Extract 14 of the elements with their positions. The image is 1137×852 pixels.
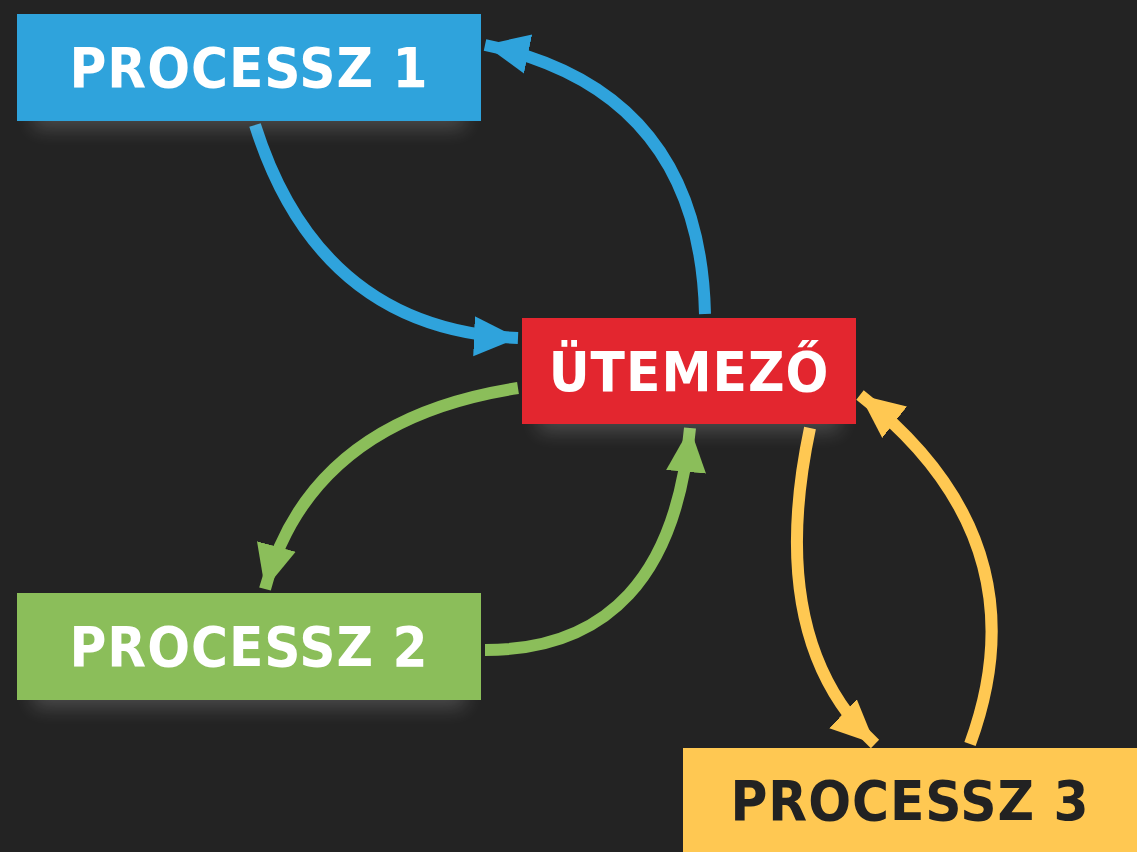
box-label: PROCESSZ 1 bbox=[69, 35, 429, 100]
curved-arrow bbox=[259, 382, 520, 591]
curved-arrow bbox=[484, 427, 705, 656]
box-label: ÜTEMEZŐ bbox=[548, 338, 830, 404]
curved-arrow bbox=[483, 36, 711, 315]
box-label: PROCESSZ 2 bbox=[69, 614, 429, 679]
curved-arrow bbox=[856, 390, 998, 746]
process-box bbox=[17, 14, 481, 121]
process-box bbox=[17, 593, 481, 700]
curved-arrow bbox=[249, 123, 519, 355]
box-label: PROCESSZ 3 bbox=[730, 767, 1090, 833]
curved-arrow bbox=[791, 426, 880, 749]
process-box bbox=[683, 748, 1137, 852]
process-box bbox=[522, 318, 856, 424]
